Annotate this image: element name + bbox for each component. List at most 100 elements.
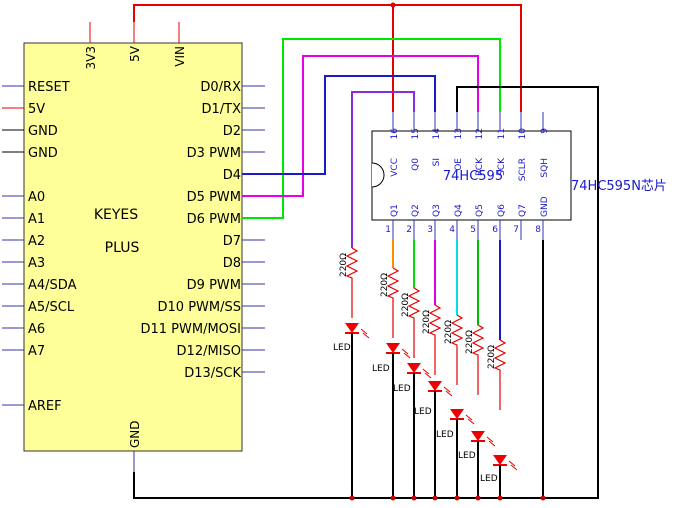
resistor-label: 220Ω <box>444 320 454 344</box>
right-pin-label: D1/TX <box>201 102 241 117</box>
right-pin-label: D6 PWM <box>187 212 241 227</box>
resistor-labels: 220Ω 220Ω 220Ω 220Ω 220Ω 220Ω 220Ω <box>339 253 497 369</box>
chip-top-number: 11 <box>497 128 507 139</box>
right-pin-labels: D0/RX D1/TX D2 D3 PWM D4 D5 PWM D6 PWM D… <box>140 80 241 381</box>
chip-bottom-number: 2 <box>406 225 412 235</box>
wire-d5-rck <box>242 55 479 197</box>
chip-bottom-name: Q3 <box>432 204 442 217</box>
junction <box>475 495 481 501</box>
right-pin-stubs <box>242 85 265 373</box>
chip-bottom-number: 4 <box>449 225 455 235</box>
right-pin-label: D8 <box>223 256 241 271</box>
resistor-q4 <box>450 314 464 385</box>
chip-caption: 74HC595N芯片 <box>571 179 667 194</box>
led-q5 <box>471 431 496 498</box>
led-label: LED <box>436 430 454 440</box>
chip-top-number: 16 <box>390 128 400 140</box>
chip-bottom-number: 8 <box>535 225 541 235</box>
right-pin-label: D3 PWM <box>187 146 241 161</box>
leds <box>345 323 518 498</box>
chip-bottom-name: Q6 <box>497 204 507 217</box>
left-pin-labels: RESET 5V GND GND A0 A1 A2 A3 A4/SDA A5/S… <box>28 80 77 414</box>
led-label: LED <box>393 384 411 394</box>
junction <box>411 495 417 501</box>
led-q2 <box>407 363 432 498</box>
led-label: LED <box>372 364 390 374</box>
chip-bottom-name: Q5 <box>475 204 485 217</box>
led-label: LED <box>414 407 432 417</box>
junction <box>454 495 460 501</box>
led-label: LED <box>333 343 351 353</box>
resistor-label: 220Ω <box>487 345 497 369</box>
chip-bottom-number: 5 <box>470 225 476 235</box>
left-pin-label: 5V <box>28 102 45 117</box>
right-pin-label: D2 <box>223 124 241 139</box>
resistor-q1 <box>386 267 400 338</box>
board-name-line1: KEYES <box>94 207 138 223</box>
chip-bottom-name: GND <box>540 196 550 217</box>
left-pin-label: A5/SCL <box>28 300 75 315</box>
wire-oe-gnd <box>133 86 599 499</box>
bottom-pin-label-gnd: GND <box>128 420 142 448</box>
left-pin-stubs <box>2 85 24 406</box>
right-pin-label: D5 PWM <box>187 190 241 205</box>
chip-top-number: 15 <box>411 128 421 139</box>
resistor-label: 220Ω <box>339 253 349 277</box>
led-q1 <box>386 343 411 498</box>
left-pin-label: A1 <box>28 212 45 227</box>
board-name-line2: PLUS <box>105 240 140 256</box>
right-pin-label: D12/MISO <box>177 344 241 359</box>
resistor-q3 <box>428 304 442 375</box>
chip-top-number: 9 <box>540 128 550 134</box>
top-pin-label-vin: VIN <box>173 46 187 67</box>
resistor-q2 <box>407 287 421 358</box>
right-pin-label: D10 PWM/SS <box>158 300 241 315</box>
chip-bottom-numbers: 1 2 3 4 5 6 7 8 <box>385 225 541 235</box>
left-pin-label: GND <box>28 146 58 161</box>
chip-part-label: 74HC595 <box>443 169 503 184</box>
left-pin-label: A4/SDA <box>28 278 77 293</box>
resistor-q0 <box>345 247 359 318</box>
left-pin-label: A6 <box>28 322 45 337</box>
chip-bottom-name: Q1 <box>390 204 400 217</box>
chip-top-number: 10 <box>518 128 528 140</box>
left-pin-label: A7 <box>28 344 45 359</box>
chip-top-stubs <box>392 112 544 131</box>
left-pin-label: GND <box>28 124 58 139</box>
chip-top-name: RCK <box>475 157 485 176</box>
chip-top-number: 12 <box>475 128 485 139</box>
board-outline <box>23 42 243 452</box>
chip-top-name: Q0 <box>411 158 421 171</box>
resistor-label: 220Ω <box>401 293 411 317</box>
right-pin-label: D9 PWM <box>187 278 241 293</box>
resistor-label: 220Ω <box>380 273 390 297</box>
junction <box>540 495 546 501</box>
chip-bottom-number: 3 <box>427 225 433 235</box>
left-pin-label: A3 <box>28 256 45 271</box>
chip-top-number: 13 <box>454 128 464 139</box>
wire-q0 <box>351 91 415 248</box>
right-pin-label: D4 <box>223 168 241 183</box>
chip-bottom-name: Q2 <box>411 204 421 217</box>
wire-d4-si <box>242 75 436 175</box>
wire-5v <box>133 4 522 112</box>
left-pin-label: RESET <box>28 80 70 95</box>
chip-bottom-number: 1 <box>385 225 391 235</box>
resistor-label: 220Ω <box>422 310 432 334</box>
chip-top-name: SI <box>432 158 442 166</box>
chip-bottom-stubs <box>392 220 544 240</box>
chip-top-name: VCC <box>390 158 400 177</box>
led-q6 <box>493 455 518 498</box>
junction <box>349 495 355 501</box>
top-pin-label-5v: 5V <box>128 45 142 62</box>
resistor-label: 220Ω <box>465 330 475 354</box>
led-labels: LED LED LED LED LED LED LED <box>333 343 498 484</box>
resistor-q6 <box>493 339 507 410</box>
chip-bottom-name: Q4 <box>454 204 464 217</box>
junction <box>390 495 396 501</box>
chip-top-names: VCC Q0 SI OE RCK SCK SCLR SQH <box>390 157 550 181</box>
resistor-q5 <box>471 324 485 395</box>
chip-bottom-names: Q1 Q2 Q3 Q4 Q5 Q6 Q7 GND <box>390 196 550 217</box>
chip-top-number: 14 <box>432 128 442 140</box>
